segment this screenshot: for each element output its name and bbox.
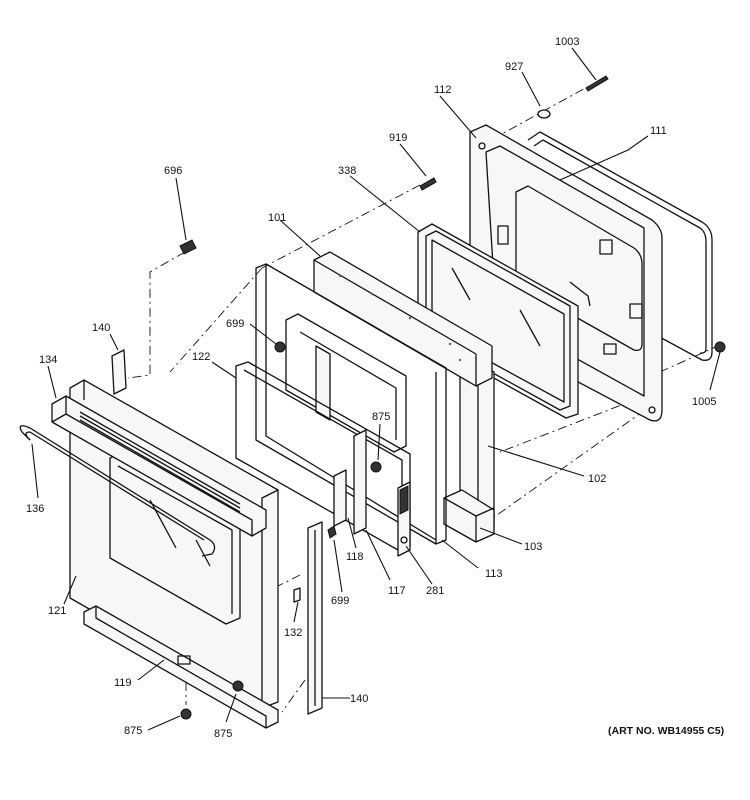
- part-113-inner-frame: [255, 263, 447, 545]
- callout-136: 136: [26, 503, 44, 515]
- callout-919: 919: [389, 132, 407, 144]
- washer-927-icon: [537, 109, 551, 119]
- screw-696-icon: [179, 239, 197, 255]
- part-119-bottom-trim: [83, 605, 279, 729]
- screw-875a-icon: [370, 461, 382, 473]
- callout-875-right: 875: [214, 728, 232, 740]
- callout-117: 117: [388, 585, 406, 597]
- callout-140-upper: 140: [92, 322, 110, 334]
- callout-101: 101: [268, 212, 286, 224]
- part-101-insulation-top: [313, 251, 493, 387]
- art-number: (ART NO. WB14955 C5): [608, 725, 724, 737]
- screw-1005-icon: [714, 341, 726, 353]
- callout-281: 281: [426, 585, 444, 597]
- screw-699b-icon: [327, 525, 337, 539]
- leader-lines: [31, 47, 721, 731]
- callout-132: 132: [284, 627, 302, 639]
- screw-699a-icon: [274, 341, 286, 353]
- part-140-side-trim-top: [111, 349, 127, 395]
- callout-111: 111: [650, 125, 667, 137]
- screw-1003-icon: [585, 75, 609, 92]
- callout-113: 113: [485, 568, 503, 580]
- part-140-side-trim-bottom: [307, 521, 323, 715]
- callout-696: 696: [164, 165, 182, 177]
- callout-122: 122: [192, 351, 210, 363]
- callout-102: 102: [588, 473, 606, 485]
- callout-labels: 1003 927 112 111 919 338 696 101 699 140…: [26, 36, 716, 740]
- screw-875c-icon: [232, 680, 244, 692]
- screw-875b-icon: [180, 708, 192, 720]
- callout-134: 134: [39, 354, 57, 366]
- callout-112: 112: [434, 84, 452, 96]
- callout-140-lower: 140: [350, 693, 368, 705]
- callout-119: 119: [114, 677, 132, 689]
- part-111-gasket: [527, 131, 713, 361]
- callout-699-upper: 699: [226, 318, 244, 330]
- callout-1005: 1005: [692, 396, 716, 408]
- pin-919-icon: [419, 177, 437, 191]
- callout-927: 927: [505, 61, 523, 73]
- callout-103: 103: [524, 541, 542, 553]
- clip-132-icon: [293, 587, 301, 603]
- part-281-hinge: [397, 481, 411, 557]
- callout-338: 338: [338, 165, 356, 177]
- part-136-handle: [19, 425, 216, 557]
- callout-121: 121: [48, 605, 66, 617]
- callout-699-lower: 699: [331, 595, 349, 607]
- part-118-bracket: [333, 429, 367, 535]
- fasteners: [179, 75, 726, 720]
- callout-875-middle: 875: [372, 411, 390, 423]
- callout-875-left: 875: [124, 725, 142, 737]
- callout-118: 118: [346, 551, 364, 563]
- vent-slots: [79, 411, 241, 513]
- callout-1003: 1003: [555, 36, 579, 48]
- part-134-vent-trim: [51, 395, 267, 537]
